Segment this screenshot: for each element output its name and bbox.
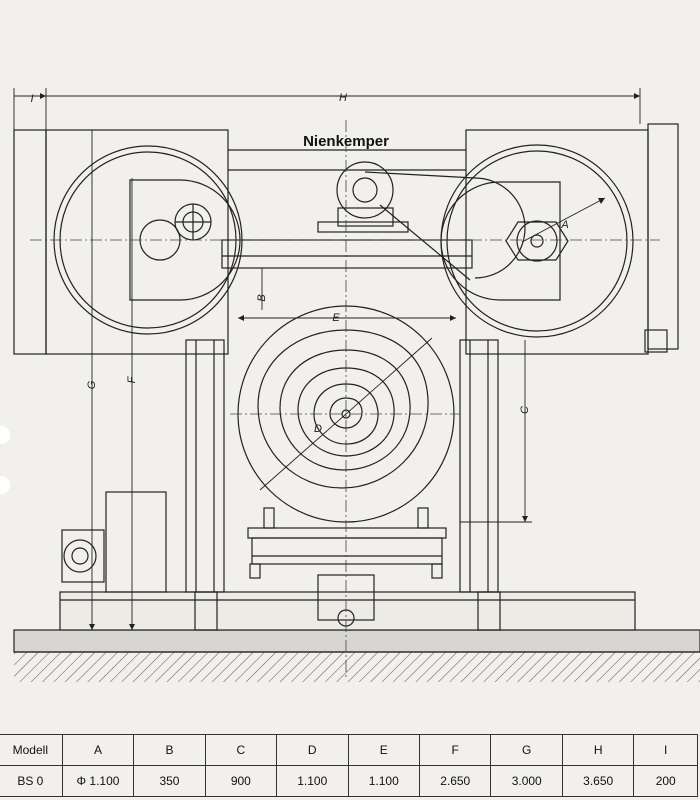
hydraulic-unit <box>61 491 167 593</box>
table-cell: 900 <box>204 765 278 797</box>
table-cell: 2.650 <box>418 765 492 797</box>
dim-label-i: I <box>30 93 33 105</box>
base-frame <box>59 591 636 631</box>
table-header-cell: A <box>61 734 135 766</box>
dim-label-g: G <box>86 380 98 389</box>
dim-label-h: H <box>339 92 347 104</box>
dim-label-c: C <box>519 406 531 414</box>
punch-hole-upper <box>0 426 10 444</box>
table-header-cell: C <box>204 734 278 766</box>
right-column <box>459 339 499 593</box>
bandsaw-technical-drawing: Nienkemper I H G F B E C D A <box>13 88 700 682</box>
dim-label-f: F <box>126 375 138 383</box>
ground <box>13 629 700 682</box>
dim-label-a: A <box>560 219 568 231</box>
table-row: BS 0 Φ 1.100 350 900 1.100 1.100 2.650 3… <box>0 765 698 797</box>
table-cell: 3.000 <box>490 765 563 797</box>
drive-motor <box>317 161 526 281</box>
table-cell: 350 <box>133 765 206 797</box>
table-header-cell: Modell <box>0 734 63 766</box>
table-header-cell: H <box>561 734 635 766</box>
table-cell: 3.650 <box>561 765 635 797</box>
table-header-cell: B <box>133 734 206 766</box>
punch-hole-lower <box>0 476 10 494</box>
dim-label-e: E <box>332 312 340 324</box>
table-header-row: Modell A B C D E F G H I <box>0 734 698 766</box>
table-header-cell: I <box>633 734 698 766</box>
table-header-cell: G <box>490 734 563 766</box>
table-cell: 1.100 <box>276 765 349 797</box>
table-cell: Φ 1.100 <box>61 765 135 797</box>
table-cell: BS 0 <box>0 765 63 797</box>
dim-label-d: D <box>314 423 322 435</box>
table-header-cell: E <box>347 734 420 766</box>
left-column <box>185 339 225 593</box>
right-wheel <box>440 144 634 338</box>
dim-label-b: B <box>256 294 268 301</box>
table-header-cell: F <box>418 734 492 766</box>
specification-table: Modell A B C D E F G H I BS 0 Φ 1.100 35… <box>0 734 698 797</box>
table-cell: 1.100 <box>347 765 420 797</box>
table-cell: 200 <box>633 765 698 797</box>
brand-label: Nienkemper <box>303 133 389 150</box>
table-header-cell: D <box>276 734 349 766</box>
